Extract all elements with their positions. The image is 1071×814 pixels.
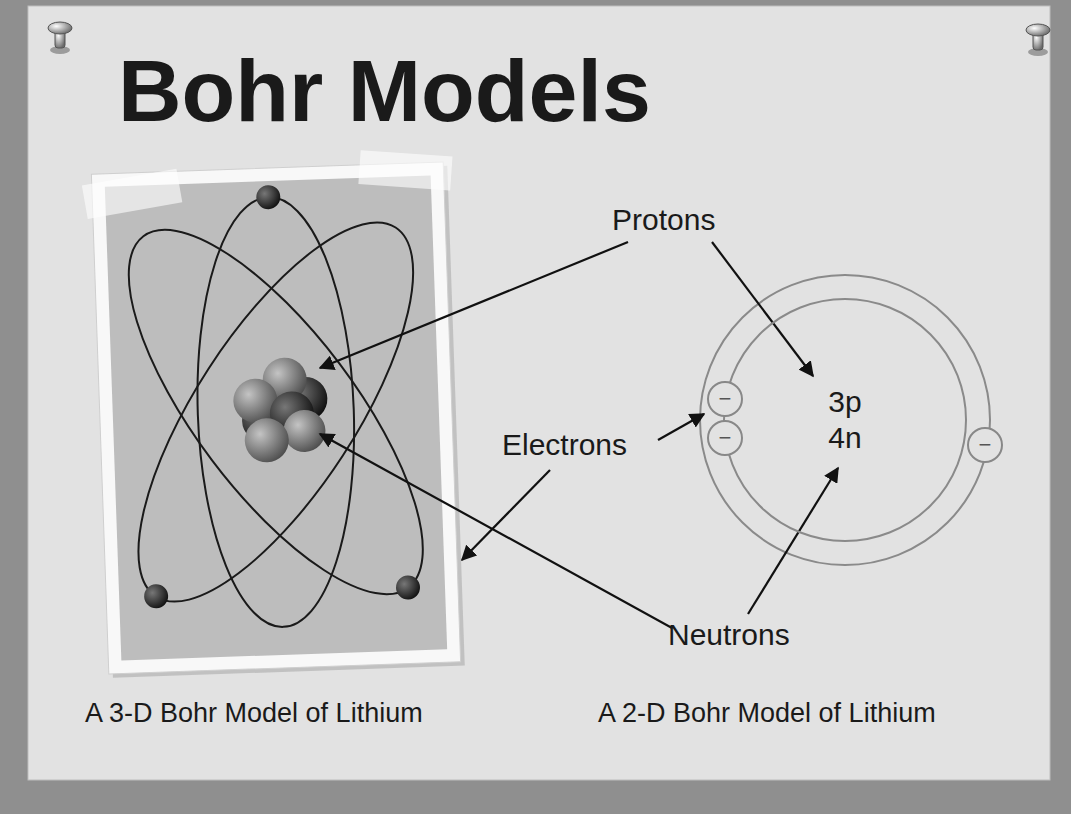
node-outline-circle (708, 421, 742, 455)
leader-line (320, 434, 672, 628)
charge-sign: − (719, 386, 732, 412)
electron-circle: − (707, 381, 743, 417)
photo-ground (105, 175, 447, 660)
electron-orbits (76, 179, 475, 644)
leader-line (748, 468, 838, 614)
electron-ball (130, 180, 420, 608)
part-label: Protons (612, 203, 715, 238)
particle-count: 3p (828, 384, 861, 420)
push-pin (1026, 24, 1050, 56)
outer-electron-shell (700, 275, 990, 565)
leader-line (462, 470, 550, 560)
leader-line (658, 414, 704, 440)
tape-strip (358, 150, 452, 190)
push-pin (48, 22, 72, 54)
figure-caption: A 2-D Bohr Model of Lithium (598, 698, 936, 729)
node-outline (723, 298, 967, 542)
node-outline-circle (724, 299, 966, 541)
figure-caption: A 3-D Bohr Model of Lithium (85, 698, 423, 729)
tape-strip (82, 169, 182, 219)
electron-circle: − (967, 427, 1003, 463)
slide-title: Bohr Models (118, 40, 651, 141)
electron-circle: − (707, 420, 743, 456)
photo-shadow (96, 166, 465, 678)
paper-sheet (28, 6, 1050, 780)
part-label: Electrons (502, 428, 627, 463)
nucleus (232, 356, 330, 463)
photo-3d-model (75, 147, 476, 679)
charge-sign: − (719, 425, 732, 451)
node-outline-circle (968, 428, 1002, 462)
node-outline-circle (708, 382, 742, 416)
inner-electron-shell: 3p4n (723, 298, 967, 542)
particle-count: 4n (828, 420, 861, 456)
charge-sign: − (979, 432, 992, 458)
leader-line (320, 242, 628, 368)
part-label: Neutrons (668, 618, 790, 653)
leader-lines (320, 242, 838, 628)
